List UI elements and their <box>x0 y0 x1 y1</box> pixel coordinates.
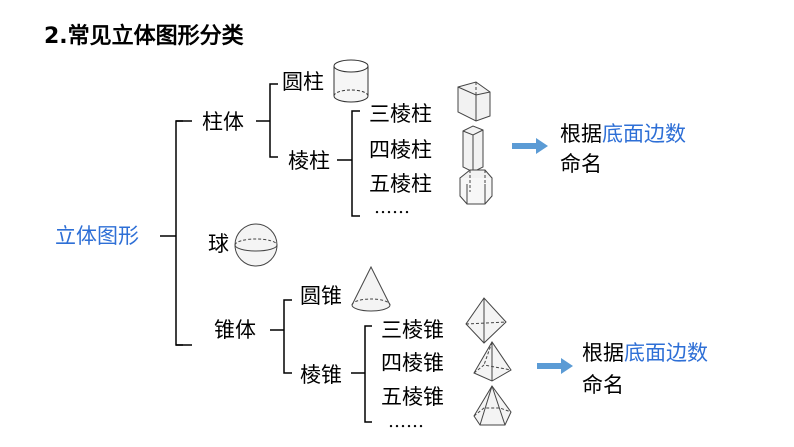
note-prefix: 根据 <box>560 122 602 146</box>
prism-naming-suffix: 命名 <box>560 152 602 176</box>
square-prism-label: 四棱柱 <box>369 138 432 162</box>
pentagonal-prism-label: 五棱柱 <box>369 172 432 196</box>
triangular-prism-label: 三棱柱 <box>369 102 432 126</box>
pyramid-group-bracket <box>283 299 292 374</box>
cone-label: 圆锥 <box>300 284 342 308</box>
pyramid-naming-suffix: 命名 <box>582 373 624 397</box>
pentagonal-pyramid-label: 五棱锥 <box>381 385 444 409</box>
square-prism-icon <box>462 125 484 173</box>
arrow-right-icon <box>512 138 548 154</box>
pentagonal-pyramid-icon <box>473 385 512 426</box>
arrow-right-icon <box>537 358 573 374</box>
root-bracket <box>175 120 183 346</box>
pyramid-ellipsis: …… <box>388 411 424 432</box>
root-label: 立体图形 <box>55 224 139 248</box>
page-title: 2.常见立体图形分类 <box>44 24 244 49</box>
pentagonal-prism-icon <box>459 169 493 205</box>
sphere-icon <box>234 223 278 267</box>
cone-icon <box>351 265 391 312</box>
note-highlight: 底面边数 <box>602 122 686 146</box>
prism-group-bracket <box>269 83 278 158</box>
triangular-pyramid-label: 三棱锥 <box>381 318 444 342</box>
pyramid-group-label: 锥体 <box>214 318 256 342</box>
prism-group-label: 柱体 <box>202 110 244 134</box>
pyramid-list-bracket <box>364 325 372 423</box>
prism-list-bracket <box>351 110 360 217</box>
prism-naming-note: 根据底面边数 <box>560 124 686 145</box>
square-pyramid-icon <box>473 341 512 382</box>
prism-ellipsis: …… <box>374 197 410 218</box>
square-pyramid-label: 四棱锥 <box>381 351 444 375</box>
triangular-pyramid-icon <box>465 297 507 344</box>
note-prefix: 根据 <box>582 341 624 365</box>
note-highlight: 底面边数 <box>624 341 708 365</box>
triangular-prism-icon <box>457 81 491 122</box>
pyramid-label: 棱锥 <box>300 363 342 387</box>
prism-label: 棱柱 <box>288 149 330 173</box>
cylinder-label: 圆柱 <box>282 70 324 94</box>
pyramid-naming-note: 根据底面边数 <box>582 343 708 364</box>
cylinder-icon <box>333 59 369 103</box>
sphere-label: 球 <box>208 232 229 256</box>
